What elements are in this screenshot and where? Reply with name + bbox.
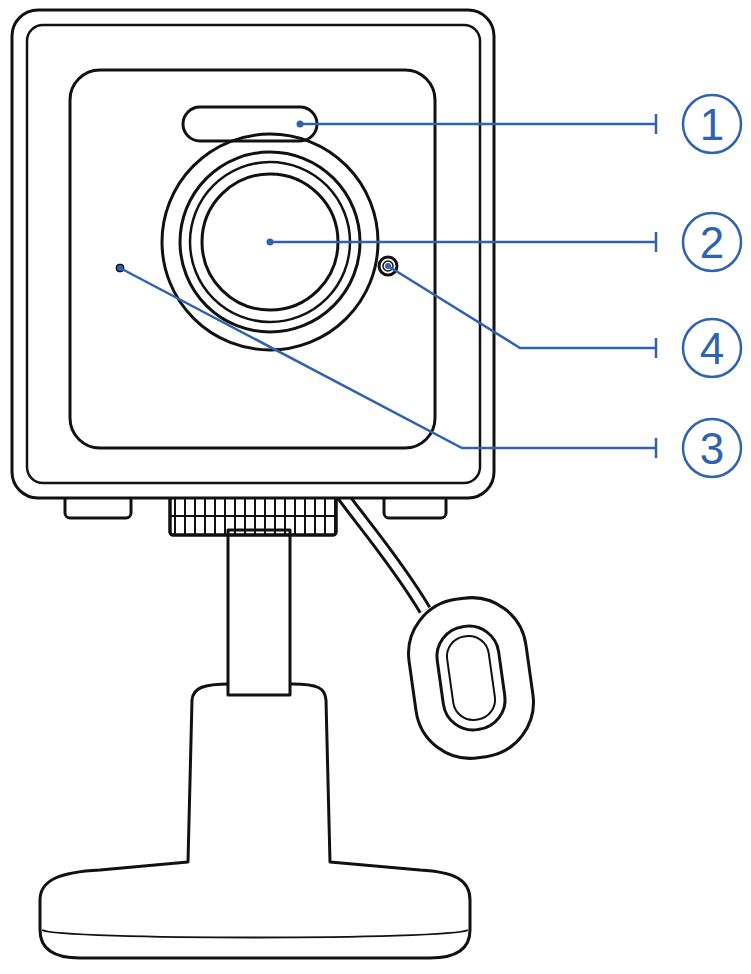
base-edge [42, 930, 468, 938]
callout-circle [683, 319, 741, 377]
stand-base [40, 684, 470, 958]
leader-dot [385, 263, 391, 269]
callout-number: 1 [687, 100, 737, 150]
callout-number: 2 [687, 218, 737, 268]
leader-line [120, 268, 656, 448]
leader-tick [655, 338, 658, 358]
cable-loop-hole [433, 622, 509, 734]
cable-fill [340, 492, 425, 610]
leader-dot [297, 121, 304, 128]
indicator-light [379, 257, 397, 275]
leader-line [270, 241, 656, 244]
callout-circle [683, 419, 741, 477]
mount-nut-outline [170, 497, 336, 535]
leader-dot [267, 239, 274, 246]
housing-inner-edge [27, 25, 480, 483]
stand-stem [228, 530, 290, 695]
callout-number: 4 [687, 324, 737, 374]
leader-dot [117, 265, 123, 271]
callout-circle [683, 95, 741, 153]
leader-line [388, 266, 656, 348]
cable-loop [401, 591, 540, 766]
leader-tick [655, 232, 658, 252]
callout-circle [683, 213, 741, 271]
cable [340, 492, 425, 610]
nut-ridge [170, 515, 336, 517]
camera-housing [12, 10, 494, 498]
leader-line [300, 123, 656, 126]
front-panel [70, 70, 435, 448]
leader-tick [655, 114, 658, 134]
mount-nut [170, 497, 336, 535]
callout-number: 3 [687, 424, 737, 474]
cable-loop-hole-inner [444, 633, 497, 722]
leader-tick [655, 438, 658, 458]
